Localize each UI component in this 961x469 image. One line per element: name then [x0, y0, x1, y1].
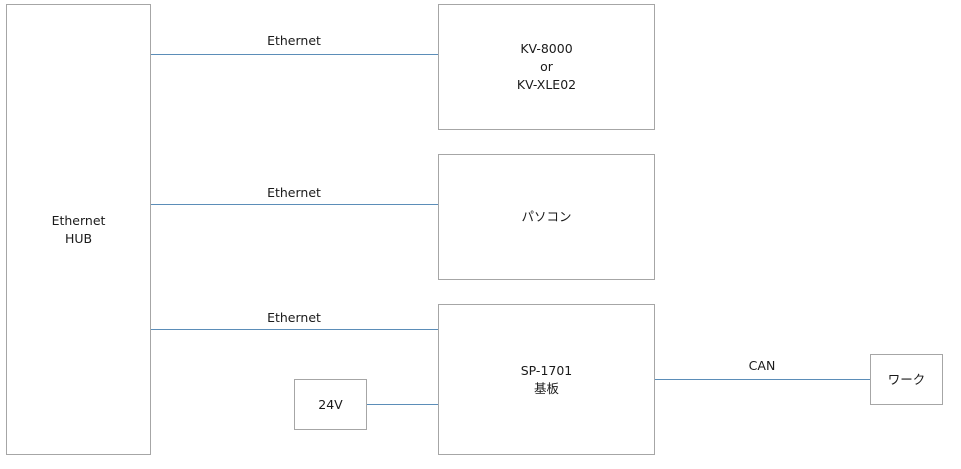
power-box: 24V	[294, 379, 367, 430]
board-label-line1: SP-1701	[520, 362, 573, 378]
ethernet-label-plc: Ethernet	[267, 33, 321, 48]
can-label: CAN	[748, 358, 776, 373]
hub-label-line2: HUB	[64, 230, 93, 246]
ethernet-line-board	[150, 329, 438, 330]
ethernet-hub-box: Ethernet HUB	[6, 4, 151, 455]
board-box: SP-1701 基板	[438, 304, 655, 455]
power-label: 24V	[318, 396, 343, 412]
plc-label-line1: KV-8000	[520, 41, 573, 56]
plc-label-line3: KV-XLE02	[516, 77, 577, 92]
hub-label-line1: Ethernet	[51, 212, 106, 228]
pc-box: パソコン	[438, 154, 655, 280]
plc-box: KV-8000 or KV-XLE02	[438, 4, 655, 130]
power-line	[366, 404, 438, 405]
work-box: ワーク	[870, 354, 943, 405]
ethernet-line-pc	[150, 204, 438, 205]
work-label: ワーク	[887, 371, 926, 387]
ethernet-label-board: Ethernet	[267, 310, 321, 325]
ethernet-label-pc: Ethernet	[267, 185, 321, 200]
pc-label: パソコン	[521, 209, 572, 224]
board-label-line2: 基板	[533, 380, 559, 396]
plc-label-line2: or	[540, 59, 553, 74]
can-line	[654, 379, 870, 380]
ethernet-line-plc	[150, 54, 438, 55]
